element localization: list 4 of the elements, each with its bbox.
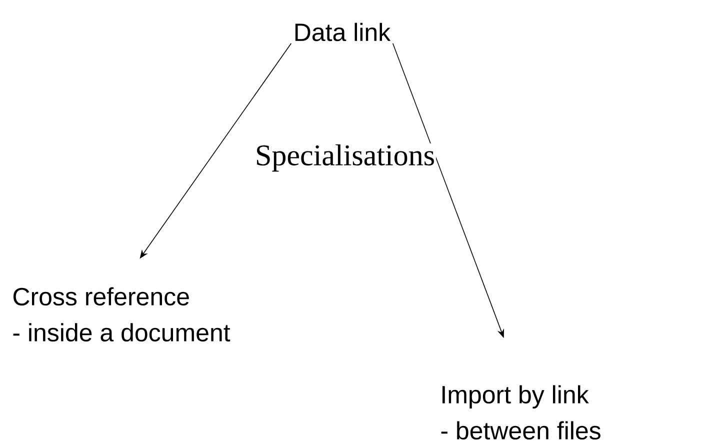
node-text: Cross reference - inside a document (13, 287, 230, 342)
label-text: Specialisations (254, 143, 436, 173)
node-text: Import by link - between files (441, 385, 600, 440)
node-text: Data link (295, 22, 391, 42)
